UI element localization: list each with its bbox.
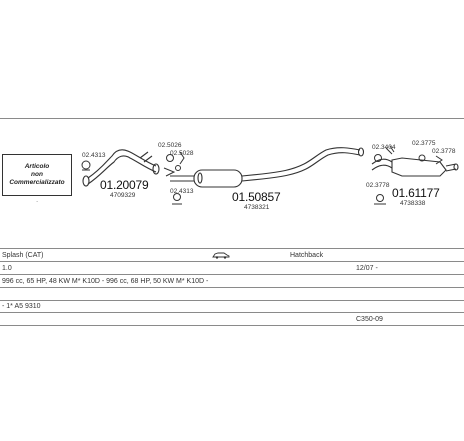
accessory-code[interactable]: 02.5026 [158,142,182,149]
accessory-code[interactable]: 02.3778 [366,182,390,189]
accessory-code[interactable]: 02.3404 [372,144,396,151]
accessory-code[interactable]: 02.4313 [82,152,106,159]
note-line-3: Commercializzato [9,179,65,186]
dot-mark: · [36,198,39,205]
car-icon [212,251,230,262]
middle-silencer-drawing [170,147,365,188]
front-pipe-drawing [82,149,160,187]
specs-cell: 996 cc, 65 HP, 48 KW M* K10D - 996 cc, 6… [2,278,209,285]
table-divider [0,300,464,301]
part-number: 4738321 [244,204,270,211]
table-divider [0,248,464,249]
date-cell: 12/07 - [356,265,378,272]
table-divider [0,261,464,262]
body-cell: Hatchback [290,252,324,259]
table-divider [0,325,464,326]
note-line-1: Articolo [24,163,50,170]
extra-cell: - 1* A5 9310 [2,303,41,310]
model-cell: Splash (CAT) [2,252,44,259]
accessory-code[interactable]: 02.4313 [170,188,194,195]
accessory-code[interactable]: 02.3775 [412,140,436,147]
table-divider [0,312,464,313]
rear-silencer-drawing [371,157,459,177]
catalog-cell: C350-09 [356,316,383,323]
table-divider [0,274,464,275]
part-number: 4709329 [110,192,136,199]
table-divider [0,287,464,288]
engine-cell: 1.0 [2,265,12,272]
part-number: 4738338 [400,200,426,207]
not-available-note: Articolo non Commercializzato [2,154,72,196]
clamp-drawings [81,145,443,205]
part-code[interactable]: 01.20079 [100,178,149,192]
part-code[interactable]: 01.50857 [232,190,281,204]
table-divider [0,118,464,119]
note-line-2: non [31,171,43,178]
part-code[interactable]: 01.61177 [392,186,440,200]
accessory-code[interactable]: 02.5028 [170,150,194,157]
accessory-code[interactable]: 02.3778 [432,148,456,155]
